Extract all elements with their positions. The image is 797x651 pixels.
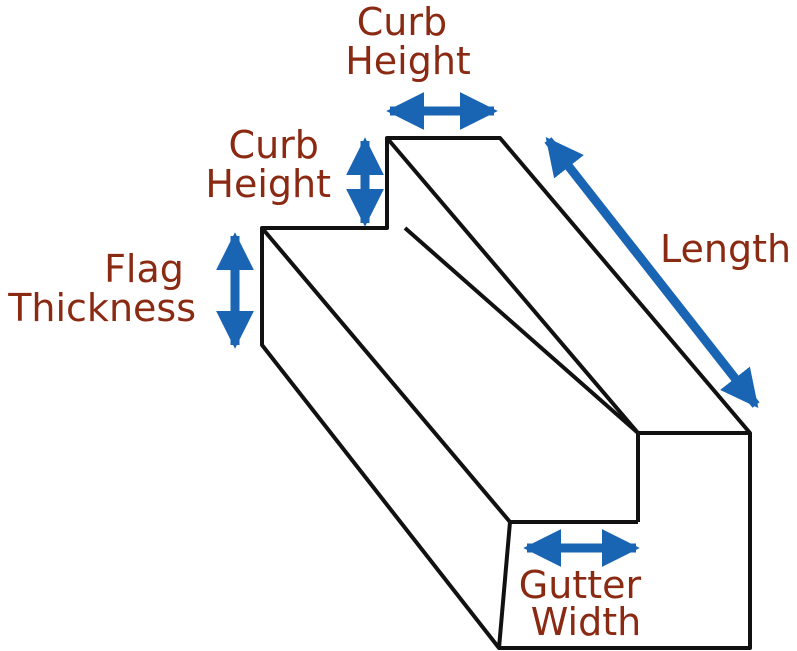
gutter-width-line1: Gutter — [519, 563, 642, 607]
curb-height-top-line2: Height — [345, 39, 471, 83]
flag-thickness-line1: Flag — [104, 247, 184, 291]
flag-thickness-label: Flag Thickness — [7, 247, 196, 330]
flag-thickness-line2: Thickness — [7, 286, 196, 330]
curb-height-top-line1: Curb — [357, 0, 447, 44]
curb-height-side-line2: Height — [205, 162, 331, 206]
length-arrow — [544, 137, 760, 408]
curb-height-side-line1: Curb — [229, 123, 319, 167]
front-bottom-edge — [497, 521, 512, 649]
gutter-width-label: Gutter Width — [519, 563, 653, 644]
curb-height-side-label: Curb Height — [205, 123, 331, 206]
curb-height-top-label: Curb Height — [345, 0, 471, 83]
length-label: Length — [660, 227, 791, 271]
gutter-width-line2: Width — [531, 600, 641, 644]
curb-gutter-block — [260, 136, 752, 650]
curb-step-edge — [403, 226, 640, 522]
dimension-arrows — [216, 92, 760, 567]
